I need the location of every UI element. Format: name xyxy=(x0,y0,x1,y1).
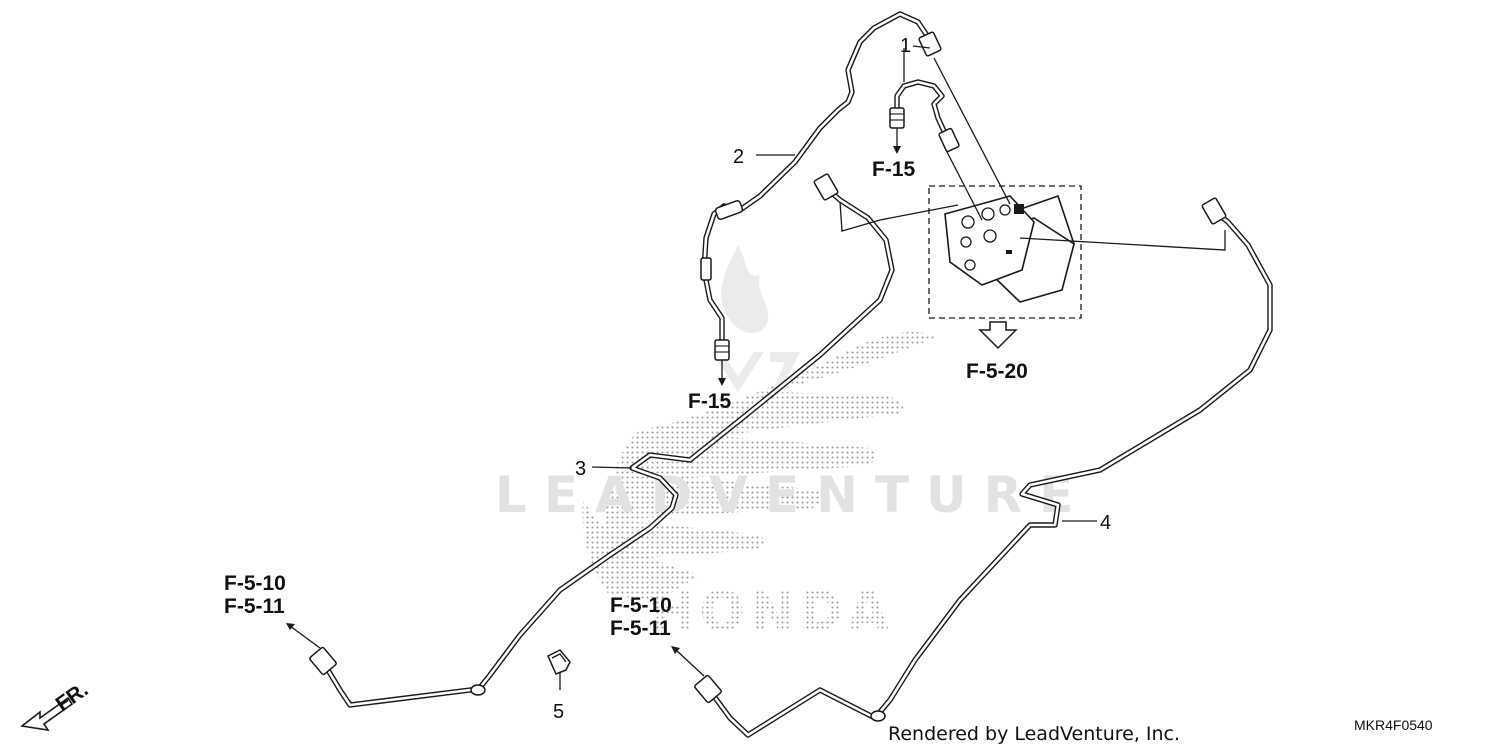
pipe-2-lower-fitting xyxy=(714,339,730,361)
leader-lines xyxy=(591,45,1226,522)
callout-1: 1 xyxy=(900,35,911,57)
callout-4: 4 xyxy=(1100,512,1111,534)
honda-watermark-text: HONDA xyxy=(650,580,893,643)
pipe-4-rear-fitting xyxy=(1201,197,1227,225)
callout-2: 2 xyxy=(733,146,744,168)
ref-f-15-upper[interactable]: F-15 xyxy=(872,158,916,181)
brake-pipe-3 xyxy=(309,173,895,708)
brake-pipe-1 xyxy=(889,79,960,153)
part-5-clip xyxy=(547,649,571,690)
abs-modulator xyxy=(928,185,1082,319)
leadventure-watermark-text: LEADVENTURE xyxy=(495,466,1090,524)
pipe-3-rear-fitting xyxy=(813,173,839,201)
callout-3: 3 xyxy=(575,458,586,480)
brake-pipe-2 xyxy=(700,11,942,361)
ref-f-5-10-center[interactable]: F-5-10 xyxy=(610,594,672,617)
ref-f-5-11-center[interactable]: F-5-11 xyxy=(610,617,671,640)
ref-f-5-20[interactable]: F-5-20 xyxy=(966,360,1028,383)
pipe-1-right-fitting xyxy=(938,127,960,153)
pipe-3-front-fitting xyxy=(309,646,337,676)
front-direction-indicator: FR. xyxy=(20,678,93,732)
ref-f-5-11-left[interactable]: F-5-11 xyxy=(224,595,285,618)
front-arrow-icon xyxy=(20,696,74,732)
credit-text: Rendered by LeadVenture, Inc. xyxy=(888,723,1180,745)
pipe-1-left-fitting xyxy=(889,107,905,129)
pipe-2-upper-fitting xyxy=(918,31,942,57)
ref-f-5-10-left[interactable]: F-5-10 xyxy=(224,572,286,595)
leadventure-flame-logo xyxy=(712,245,800,392)
f-5-20-hollow-arrow xyxy=(978,321,1018,350)
brake-pipe-4 xyxy=(694,197,1273,738)
diagram-code: MKR4F0540 xyxy=(1354,717,1433,733)
abs-modulator-dashed-frame xyxy=(928,185,1082,319)
pipe-4-front-fitting xyxy=(694,674,722,704)
honda-wing-watermark xyxy=(582,332,935,600)
ref-f-15-lower[interactable]: F-15 xyxy=(688,390,732,413)
reference-arrows xyxy=(286,128,1018,677)
callout-5: 5 xyxy=(553,701,564,723)
